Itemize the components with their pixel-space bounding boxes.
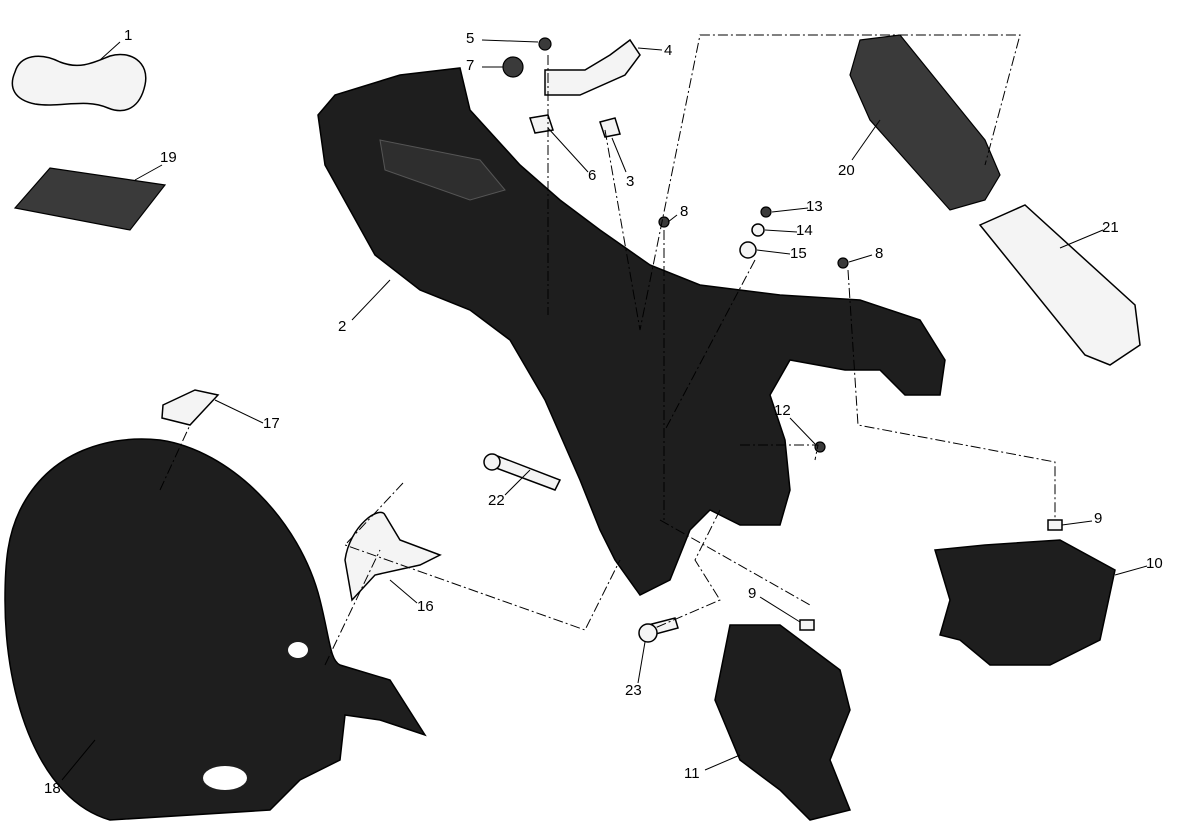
part-14-washer [751,223,765,237]
callout-20: 20 [838,162,855,179]
callout-16: 16 [417,598,434,615]
part-18-fender [4,438,427,821]
part-8-screw [658,216,670,228]
callout-18: 18 [44,780,61,797]
callout-7: 7 [466,57,475,74]
part-19-card [13,167,167,231]
part-10-cover [934,539,1116,666]
part-4-bracket [544,38,641,96]
part-3-nut [599,117,621,138]
part-16-bracket [344,511,442,602]
part-17-clip [161,389,220,426]
leader-lines [61,39,1148,781]
callout-11: 11 [684,765,700,782]
subframe-slot [379,139,506,201]
part-5-screw [538,37,552,51]
callout-3: 3 [626,173,635,190]
part-23-head [638,623,658,643]
callout-8: 8 [680,203,689,220]
callout-23: 23 [625,682,642,699]
callout-22: 22 [488,492,505,509]
assembly-line [159,424,191,491]
part-13-nut [760,206,772,218]
callout-6: 6 [588,167,597,184]
assembly-line [324,549,381,666]
fender-hole [203,766,247,790]
part-21-battery [978,204,1141,366]
callout-15: 15 [790,245,807,262]
fender-hole-2 [288,642,308,658]
part-9-clip [1047,519,1063,531]
callout-14: 14 [796,222,813,239]
assembly-line [654,509,721,629]
part-1-seat-pad [11,53,147,112]
callout-4: 4 [664,42,673,59]
assembly-line [740,444,819,461]
assembly-line [664,259,756,431]
callout-5: 5 [466,30,475,47]
callout-13: 13 [806,198,823,215]
part-9b-clip [799,619,815,631]
part-8b-screw [837,257,849,269]
callout-8b: 8 [875,245,884,262]
part-6-nut [529,114,554,134]
part-7-grommet [502,56,524,78]
assembly-line [344,482,621,631]
callout-9: 9 [1094,510,1103,527]
part-20-module [849,34,1001,211]
callout-9b: 9 [748,585,757,602]
callout-19: 19 [160,149,177,166]
callout-10: 10 [1146,555,1163,572]
callout-2: 2 [338,318,347,335]
callout-1: 1 [124,27,133,44]
callout-17: 17 [263,415,280,432]
assembly-line [604,34,1021,331]
callout-21: 21 [1102,219,1119,236]
part-2-subframe [317,67,946,596]
part-12-nut [814,441,826,453]
part-15-washer [739,241,757,259]
callout-12: 12 [774,402,791,419]
part-11-cover [714,624,852,821]
part-22-bolt-head [483,453,501,471]
assembly-line [847,269,1056,520]
assembly-line [659,519,811,606]
